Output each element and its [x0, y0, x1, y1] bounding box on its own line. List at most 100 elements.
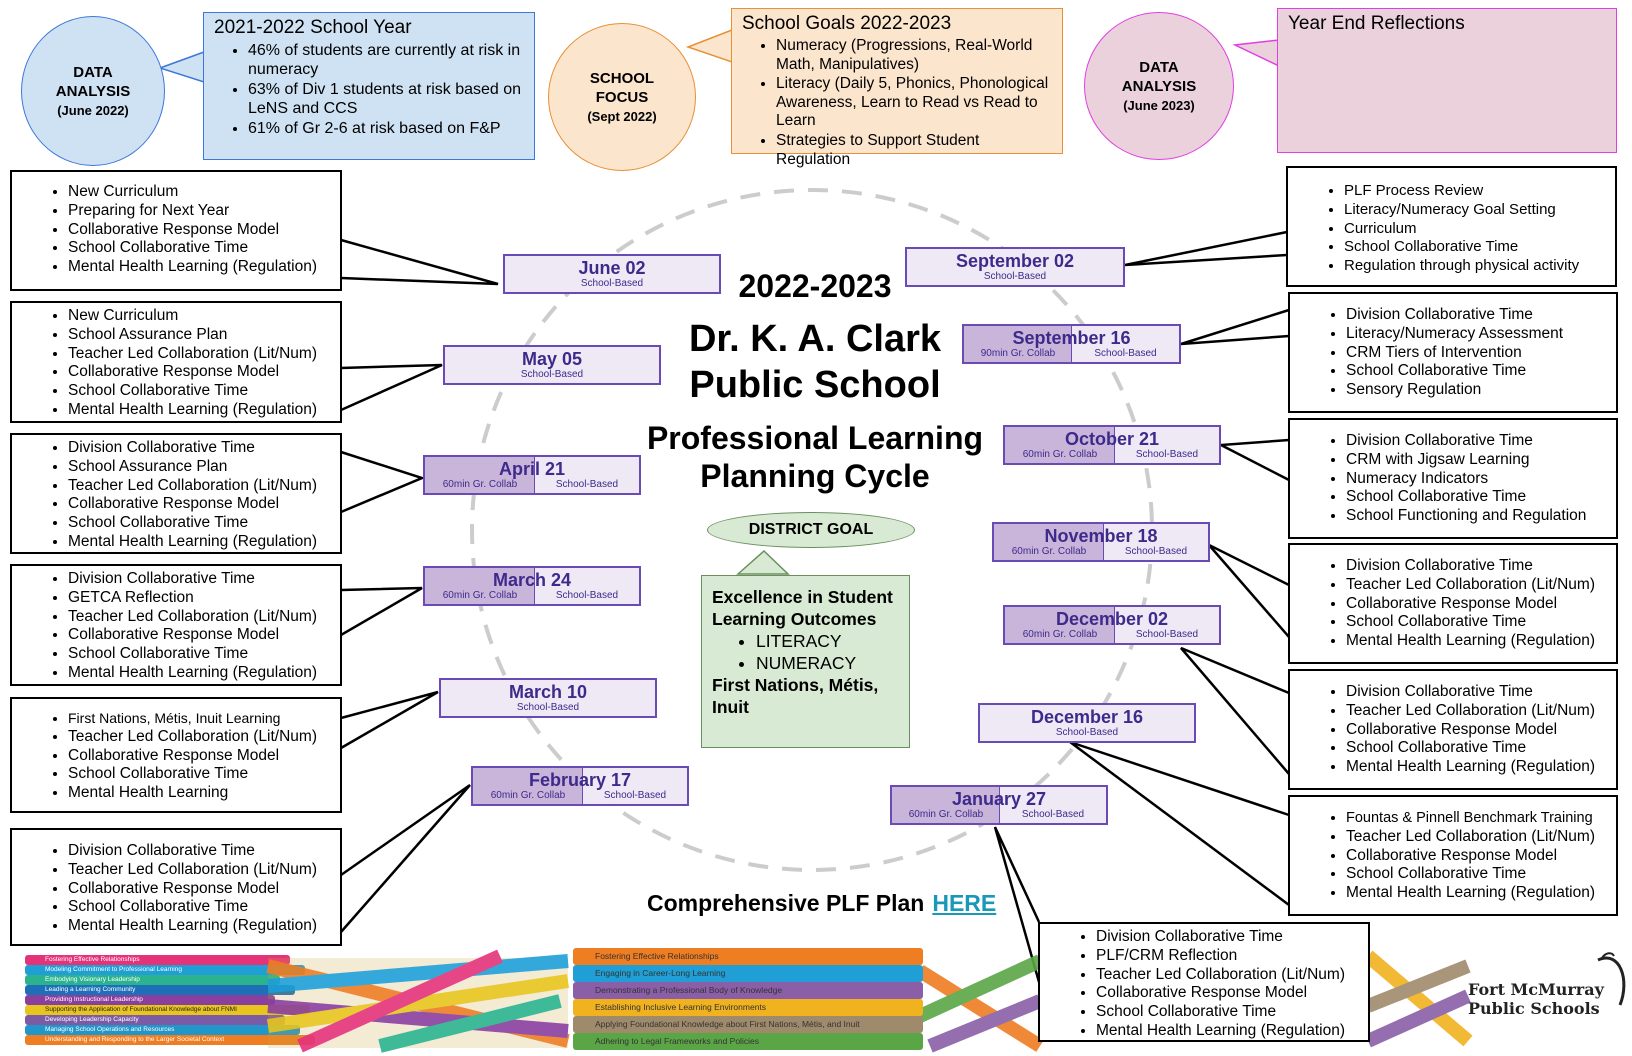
agenda-box-march-24: Division Collaborative Time GETCA Reflec…: [10, 564, 342, 686]
agenda-box-january: Division Collaborative Time PLF/CRM Refl…: [1038, 922, 1370, 1042]
apple-icon: [1597, 952, 1626, 1006]
competency-band: Fostering Effective Relationships: [25, 955, 290, 965]
agenda-item: Division Collaborative Time: [1346, 432, 1610, 451]
district-goal-label: DISTRICT GOAL: [707, 512, 915, 548]
agenda-box-october: Division Collaborative Time CRM with Jig…: [1288, 418, 1618, 539]
school-goals-item: Numeracy (Progressions, Real-World Math,…: [776, 37, 1052, 74]
competency-band: Establishing Inclusive Learning Environm…: [573, 999, 923, 1016]
agenda-item: Collaborative Response Model: [1096, 984, 1362, 1003]
agenda-item: Regulation through physical activity: [1344, 257, 1609, 276]
agenda-item: School Assurance Plan: [68, 458, 334, 477]
date-december-16: December 16 School-Based: [978, 703, 1196, 743]
agenda-item: School Functioning and Regulation: [1346, 507, 1610, 526]
agenda-item: School Collaborative Time: [68, 765, 334, 784]
connector-sep02: [1124, 230, 1288, 267]
date-label: April 21: [498, 459, 566, 479]
connector-dec02: [1180, 646, 1290, 775]
agenda-item: PLF/CRM Reflection: [1096, 947, 1362, 966]
agenda-box-february: Division Collaborative Time Teacher Led …: [10, 828, 342, 946]
agenda-item: CRM Tiers of Intervention: [1346, 344, 1610, 363]
connector-mar10: [340, 690, 439, 750]
school-year-item: 61% of Gr 2-6 at risk based on F&P: [248, 119, 524, 138]
school-based-label: School-Based: [516, 702, 580, 713]
plan-link[interactable]: HERE: [932, 890, 997, 916]
cycle-title-line1: Professional Learning: [646, 420, 984, 456]
agenda-item: Division Collaborative Time: [68, 842, 334, 861]
collab-label: 60min Gr. Collab: [442, 590, 518, 601]
data-analysis-2023-circle: DATA ANALYSIS (June 2023): [1084, 12, 1234, 160]
agenda-box-september-16: Division Collaborative Time Literacy/Num…: [1288, 292, 1618, 413]
agenda-item: School Collaborative Time: [68, 239, 334, 258]
agenda-item: Fountas & Pinnell Benchmark Training: [1346, 809, 1610, 828]
agenda-item: GETCA Reflection: [68, 589, 334, 608]
collab-label: 60min Gr. Collab: [1022, 629, 1098, 640]
competency-band: Adhering to Legal Frameworks and Policie…: [573, 1033, 923, 1050]
date-label: September 16: [1012, 328, 1131, 348]
date-february-17: February 17 60min Gr. Collab School-Base…: [471, 766, 689, 806]
agenda-item: Teacher Led Collaboration (Lit/Num): [1096, 966, 1362, 985]
agenda-box-november: Division Collaborative Time Teacher Led …: [1288, 543, 1618, 664]
agenda-item: School Collaborative Time: [1346, 865, 1610, 884]
collab-label: 60min Gr. Collab: [1022, 449, 1098, 460]
competency-band: Demonstrating a Professional Body of Kno…: [573, 982, 923, 999]
date-label: November 18: [1044, 526, 1158, 546]
competency-band: Supporting the Application of Foundation…: [25, 1005, 310, 1015]
agenda-item: Mental Health Learning (Regulation): [68, 664, 334, 683]
competency-band: Modeling Commitment to Professional Lear…: [25, 965, 305, 975]
school-year-callout: 2021-2022 School Year 46% of students ar…: [203, 12, 535, 160]
agenda-item: School Collaborative Time: [1346, 488, 1610, 507]
agenda-item: Literacy/Numeracy Assessment: [1346, 325, 1610, 344]
callout-tail-goals: [685, 28, 733, 64]
collab-segment: [994, 524, 1104, 560]
agenda-box-april: Division Collaborative Time School Assur…: [10, 433, 342, 554]
agenda-box-december-16: Fountas & Pinnell Benchmark Training Tea…: [1288, 795, 1618, 916]
goal-item: LITERACY: [756, 630, 899, 652]
agenda-item: Mental Health Learning (Regulation): [68, 401, 334, 420]
date-label: March 24: [492, 570, 572, 590]
school-goals-item: Literacy (Daily 5, Phonics, Phonological…: [776, 75, 1052, 131]
agenda-item: Teacher Led Collaboration (Lit/Num): [68, 345, 334, 364]
data-analysis-2022-sub: (June 2022): [57, 102, 129, 118]
date-november-18: November 18 60min Gr. Collab School-Base…: [992, 522, 1210, 562]
agenda-item: School Collaborative Time: [68, 645, 334, 664]
agenda-item: Collaborative Response Model: [68, 221, 334, 240]
school-based-label: School-Based: [983, 271, 1047, 282]
reflections-heading: Year End Reflections: [1288, 13, 1465, 34]
date-label: December 02: [1055, 609, 1169, 629]
competency-bands-mid: Fostering Effective Relationships Engagi…: [573, 948, 933, 1053]
agenda-item: Teacher Led Collaboration (Lit/Num): [1346, 828, 1610, 847]
connector-feb: [340, 783, 471, 933]
agenda-item: Division Collaborative Time: [1346, 683, 1610, 702]
agenda-item: Sensory Regulation: [1346, 381, 1610, 400]
district-goal-box: Excellence in Student Learning Outcomes …: [701, 575, 910, 748]
school-year-item: 63% of Div 1 students at risk based on L…: [248, 80, 524, 118]
school-based-label: School-Based: [1135, 449, 1199, 460]
agenda-item: Mental Health Learning (Regulation): [1346, 884, 1610, 903]
agenda-item: School Collaborative Time: [1096, 1003, 1362, 1022]
date-label: February 17: [528, 770, 632, 790]
competency-band: Fostering Effective Relationships: [573, 948, 923, 965]
agenda-item: Collaborative Response Model: [68, 747, 334, 766]
school-based-label: School-Based: [580, 278, 644, 289]
date-march-24: March 24 60min Gr. Collab School-Based: [423, 566, 641, 606]
school-year-heading: 2021-2022 School Year: [214, 17, 412, 38]
date-label: March 10: [508, 682, 588, 702]
agenda-box-december-02: Division Collaborative Time Teacher Led …: [1288, 669, 1618, 790]
connector-sep16: [1180, 308, 1290, 346]
agenda-item: First Nations, Métis, Inuit Learning: [68, 709, 334, 728]
year-title: 2022-2023: [738, 268, 892, 304]
agenda-item: Collaborative Response Model: [68, 363, 334, 382]
school-goals-callout: School Goals 2022-2023 Numeracy (Progres…: [731, 8, 1063, 168]
collab-segment: [473, 768, 583, 804]
school-based-label: School-Based: [555, 479, 619, 490]
agenda-item: Collaborative Response Model: [68, 626, 334, 645]
connector-jan: [993, 826, 1041, 983]
connector-nov: [1208, 543, 1290, 638]
school-focus-sub: (Sept 2022): [587, 108, 657, 124]
agenda-item: Mental Health Learning (Regulation): [68, 533, 334, 552]
district-logo: Fort McMurray Public Schools: [1468, 980, 1604, 1018]
agenda-item: Collaborative Response Model: [68, 880, 334, 899]
agenda-item: New Curriculum: [68, 183, 334, 202]
collab-label: 60min Gr. Collab: [908, 809, 984, 820]
agenda-item: PLF Process Review: [1344, 182, 1609, 201]
